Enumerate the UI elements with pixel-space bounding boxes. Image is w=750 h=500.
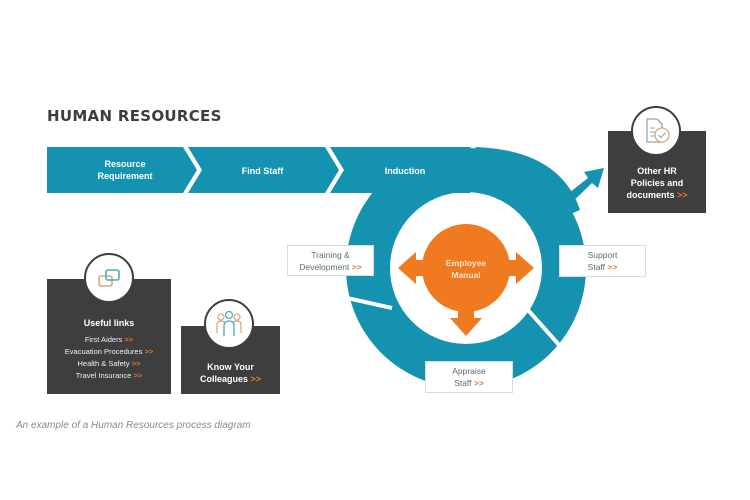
box-title-line: Know Your bbox=[207, 362, 254, 372]
link-label: First Aiders bbox=[84, 335, 123, 344]
chevron-step-1 bbox=[47, 147, 197, 193]
chevron-step-2 bbox=[188, 147, 339, 193]
chevron-right-icon: >> bbox=[144, 347, 154, 356]
chevron-right-icon: >> bbox=[124, 335, 134, 344]
chevron-right-icon: >> bbox=[473, 378, 484, 388]
link-travel-insurance[interactable]: Travel Insurance >> bbox=[47, 370, 171, 382]
chevron-right-icon: >> bbox=[351, 262, 362, 272]
box-title-line: Other HR bbox=[637, 166, 677, 176]
support-staff-box[interactable]: Support Staff >> bbox=[559, 245, 646, 277]
box-title-line: documents bbox=[626, 190, 675, 200]
chevron-step-3 bbox=[330, 147, 484, 193]
document-check-icon bbox=[631, 106, 681, 156]
step-resource-requirement[interactable]: Resource Requirement bbox=[75, 158, 175, 182]
training-development-box[interactable]: Training & Development >> bbox=[287, 245, 374, 276]
link-label: Travel Insurance bbox=[75, 371, 132, 380]
center-label-line: Manual bbox=[451, 270, 481, 280]
employee-manual-label[interactable]: Employee Manual bbox=[426, 257, 506, 281]
center-label-line: Employee bbox=[445, 258, 487, 268]
people-icon bbox=[204, 299, 254, 349]
link-label: Health & Safety bbox=[77, 359, 130, 368]
box-label-line: Staff bbox=[454, 378, 472, 388]
useful-links-title: Useful links bbox=[83, 318, 135, 328]
step-label-line: Resource bbox=[104, 159, 146, 169]
step-induction[interactable]: Induction bbox=[355, 165, 455, 177]
page-title: HUMAN RESOURCES bbox=[47, 107, 222, 125]
box-title-line: Policies and bbox=[630, 178, 684, 188]
box-label-line: Appraise bbox=[452, 366, 486, 376]
center-arrow-left bbox=[398, 252, 424, 284]
step-label-line: Requirement bbox=[97, 171, 153, 181]
box-label-line: Support bbox=[587, 250, 618, 260]
chevron-right-icon: >> bbox=[250, 374, 262, 384]
center-arrow-right bbox=[508, 252, 534, 284]
box-title-line: Colleagues bbox=[199, 374, 248, 384]
ring-gap-right bbox=[526, 308, 562, 348]
chevron-right-icon: >> bbox=[677, 190, 688, 200]
chevron-right-icon: >> bbox=[133, 371, 143, 380]
link-first-aiders[interactable]: First Aiders >> bbox=[47, 334, 171, 346]
link-label: Evacuation Procedures bbox=[64, 347, 143, 356]
center-arrow-down bbox=[450, 306, 482, 336]
chevron-right-icon: >> bbox=[131, 359, 141, 368]
box-label-line: Training & bbox=[311, 250, 350, 260]
chevron-right-icon: >> bbox=[607, 262, 618, 272]
box-label-line: Development bbox=[299, 262, 350, 272]
step-label-line: Induction bbox=[384, 166, 426, 176]
link-evacuation-procedures[interactable]: Evacuation Procedures >> bbox=[47, 346, 171, 358]
box-label-line: Staff bbox=[587, 262, 605, 272]
step-label-line: Find Staff bbox=[241, 166, 284, 176]
band-to-ring-connector bbox=[475, 147, 580, 225]
link-icon bbox=[84, 253, 134, 303]
center-circle bbox=[422, 224, 510, 312]
step-find-staff[interactable]: Find Staff bbox=[215, 165, 310, 177]
link-health-safety[interactable]: Health & Safety >> bbox=[47, 358, 171, 370]
diagram-caption: An example of a Human Resources process … bbox=[16, 420, 251, 431]
ring-gap-left bbox=[337, 294, 393, 310]
know-your-colleagues-box[interactable]: Know Your Colleagues >> bbox=[181, 326, 280, 394]
appraise-staff-box[interactable]: Appraise Staff >> bbox=[425, 361, 513, 393]
other-hr-policies-box[interactable]: Other HR Policies and documents >> bbox=[608, 131, 706, 213]
